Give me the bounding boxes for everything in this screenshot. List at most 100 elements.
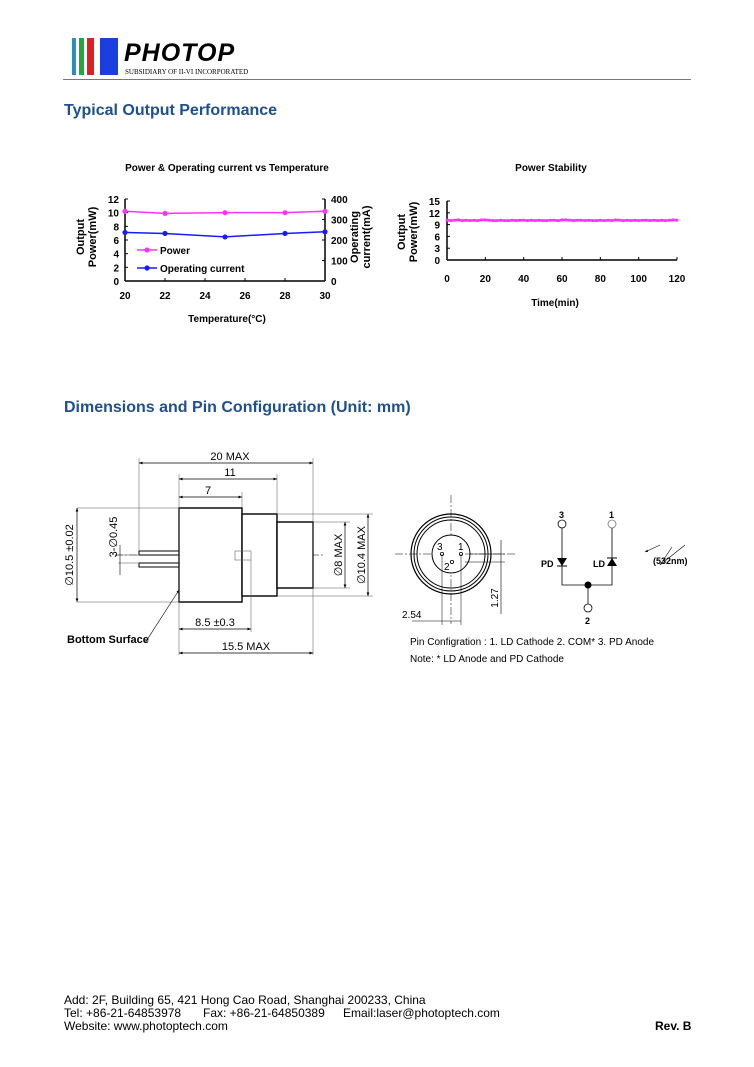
chart2-data-point — [641, 218, 644, 222]
dim-1-27: 1.27 — [490, 588, 501, 608]
chart2-data-point — [533, 219, 537, 223]
chart1-y-tick-label: 4 — [113, 250, 119, 261]
chart2-data-point — [633, 218, 637, 222]
chart1-data-point — [222, 210, 228, 216]
chart2-data-point — [499, 218, 503, 222]
chart2-data-point — [514, 219, 518, 223]
chart2-y-tick-label: 15 — [429, 197, 441, 208]
chart2-x-tick-label: 0 — [444, 274, 450, 285]
ld-label: LD — [593, 559, 605, 569]
chart2-data-point — [483, 218, 487, 222]
dim-11: 11 — [224, 467, 235, 479]
chart2-data-point — [637, 219, 641, 223]
chart1-x-tick-label: 20 — [119, 291, 131, 302]
section-title-dimensions: Dimensions and Pin Configuration (Unit: … — [64, 399, 411, 416]
logo-bar-4 — [100, 38, 118, 75]
chart1-legend-marker — [144, 247, 150, 253]
dim-2-54: 2.54 — [402, 610, 422, 621]
chart2-data-point — [575, 218, 579, 222]
chart1-y-tick-label: 10 — [108, 209, 120, 220]
dim-20-max: 20 MAX — [210, 451, 250, 463]
chart2-data-point — [667, 218, 671, 222]
chart2-data-point — [629, 219, 633, 223]
footer-website[interactable]: Website: www.photoptech.com — [64, 1019, 228, 1033]
footer-email[interactable]: Email:laser@photoptech.com — [343, 1006, 500, 1020]
chart2-data-point — [449, 219, 453, 223]
chart1-data-point — [282, 230, 288, 237]
chart2-x-tick-label: 120 — [669, 274, 686, 285]
pin-schematic: 3 1 2 PD LD (532nm) — [541, 510, 688, 626]
chart1-data-point — [282, 210, 288, 216]
chart2-data-point — [606, 218, 610, 222]
chart2-data-point — [460, 219, 464, 223]
dim-15-5-max: 15.5 MAX — [222, 641, 271, 653]
header-divider — [63, 79, 691, 80]
chart2-y-tick-label: 9 — [434, 221, 440, 232]
chart2-x-tick-label: 20 — [480, 274, 492, 285]
chart2-data-point — [495, 219, 499, 223]
pd-label: PD — [541, 559, 554, 569]
chart2-y-tick-label: 3 — [434, 244, 440, 255]
chart-power-stability: Power Stability Output Power(mW) Time(mi… — [396, 163, 686, 309]
chart2-x-tick-label: 100 — [630, 274, 647, 285]
chart1-y-tick-label: 12 — [108, 195, 120, 206]
dim-8-5: 8.5 ±0.3 — [195, 617, 235, 629]
chart2-y-tick-label: 0 — [434, 256, 440, 267]
chart1-legend-label: Power — [160, 246, 190, 257]
pin-configuration-text: Pin Configration : 1. LD Cathode 2. COM*… — [410, 637, 655, 648]
chart2-title: Power Stability — [515, 163, 587, 174]
chart1-y-tick-label: 8 — [113, 222, 119, 233]
bottom-surface-label: Bottom Surface — [67, 634, 149, 646]
chart2-data-point — [545, 219, 549, 223]
chart2-data-point — [529, 218, 533, 222]
bottom-pin-2: 2 — [444, 562, 450, 573]
svg-text:Output: Output — [396, 214, 408, 250]
chart1-y2-tick-label: 400 — [331, 195, 348, 206]
chart2-data-point — [591, 219, 595, 223]
chart2-data-point — [621, 219, 625, 223]
svg-text:Output: Output — [75, 219, 87, 255]
svg-text:Operating: Operating — [349, 211, 361, 263]
chart1-y2-tick-label: 0 — [331, 277, 337, 288]
chart1-data-point — [122, 208, 128, 214]
chart2-data-point — [480, 218, 483, 222]
dim-dia-10-5: ∅10.5 ±0.02 — [64, 524, 76, 586]
svg-text:Power(mW): Power(mW) — [408, 201, 420, 262]
chart1-y2-tick-label: 100 — [331, 257, 348, 268]
chart2-data-point — [564, 218, 568, 222]
chart2-data-point — [549, 218, 552, 222]
dim-pin-dia: 3-∅0.45 — [108, 517, 120, 558]
chart2-data-point — [503, 219, 506, 223]
chart1-data-point — [322, 208, 328, 214]
chart2-data-point — [671, 218, 675, 222]
bottom-pin-3: 3 — [437, 542, 443, 553]
chart2-data-point — [476, 219, 480, 223]
chart2-data-point — [568, 218, 572, 222]
chart1-y2-tick-label: 300 — [331, 216, 348, 227]
chart2-data-point — [572, 219, 575, 223]
chart2-data-point — [583, 219, 587, 223]
revision: Rev. B — [655, 1019, 692, 1033]
logo-bar-1 — [72, 38, 76, 75]
chart2-data-point — [464, 218, 468, 222]
chart2-data-point — [537, 218, 541, 222]
footer-fax: Fax: +86-21-64850389 — [203, 1006, 325, 1020]
chart1-x-tick-label: 26 — [239, 291, 251, 302]
footer-address: Add: 2F, Building 65, 421 Hong Cao Road,… — [64, 993, 426, 1007]
chart2-xlabel: Time(min) — [531, 298, 579, 309]
chart2-data-point — [675, 218, 679, 222]
section-title-performance: Typical Output Performance — [64, 102, 278, 119]
chart2-data-point — [602, 219, 606, 223]
chart2-data-point — [457, 218, 460, 222]
chart1-data-point — [322, 229, 328, 235]
schematic-pin-1: 1 — [609, 510, 614, 520]
svg-text:current(mA): current(mA) — [361, 205, 373, 268]
chart2-data-point — [506, 219, 510, 223]
chart1-x-tick-label: 30 — [319, 291, 331, 302]
chart1-legend-marker — [144, 265, 150, 271]
chart2-data-point — [468, 219, 472, 223]
chart1-xlabel: Temperature(°C) — [188, 314, 266, 325]
dim-dia-8-max: ∅8 MAX — [333, 533, 345, 576]
chart1-data-point — [162, 230, 168, 237]
chart2-data-point — [610, 219, 614, 223]
